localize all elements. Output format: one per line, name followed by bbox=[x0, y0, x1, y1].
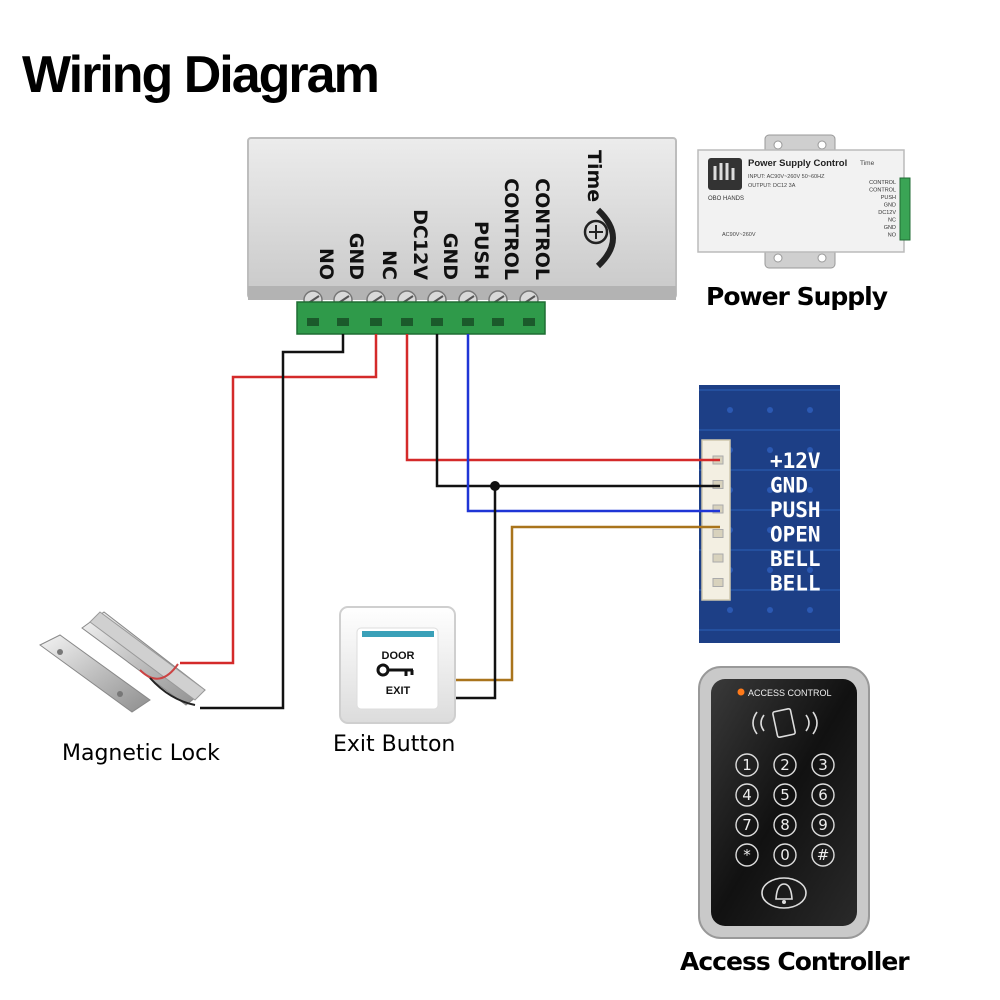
terminal-label: DC12V bbox=[409, 209, 431, 280]
exit-button-photo: DOOR EXIT bbox=[339, 606, 456, 724]
blue-wire-push bbox=[466, 334, 720, 513]
rfid-card-icon bbox=[752, 707, 818, 739]
power-supply-terminal-label: NC bbox=[888, 218, 896, 224]
power-supply-terminal-label: CONTROL bbox=[869, 188, 896, 194]
pcb-pin-label: PUSH bbox=[770, 498, 821, 522]
keypad-key[interactable]: 2 bbox=[773, 753, 797, 777]
status-led-icon bbox=[737, 688, 745, 696]
terminal-label: CONTROL bbox=[500, 178, 522, 280]
pcb-pin bbox=[712, 480, 724, 489]
pcb-pin bbox=[712, 529, 724, 538]
box-brand-text: Time bbox=[583, 150, 605, 202]
keypad-panel-label: ACCESS CONTROL bbox=[748, 688, 832, 698]
keypad-key[interactable]: 0 bbox=[773, 843, 797, 867]
terminal-block bbox=[296, 301, 546, 335]
terminal-label: PUSH bbox=[470, 221, 492, 280]
terminal-label: CONTROL bbox=[531, 178, 553, 280]
keypad-key-label: 7 bbox=[742, 816, 752, 834]
terminal-label: NO bbox=[315, 248, 337, 280]
keypad-key[interactable]: 4 bbox=[735, 783, 759, 807]
red-wire-nc-to-lock bbox=[180, 334, 378, 665]
keypad-key[interactable]: 7 bbox=[735, 813, 759, 837]
power-supply-brand: Time bbox=[860, 160, 875, 167]
pcb-pin-label: +12V bbox=[770, 449, 821, 473]
black-wire-gnd bbox=[435, 334, 720, 488]
wires bbox=[180, 334, 720, 710]
power-supply-terminal-label: DC12V bbox=[878, 210, 896, 216]
pcb-pin-label: BELL bbox=[770, 547, 821, 571]
magnetic-lock-photo bbox=[39, 611, 206, 713]
keypad-key-label: 3 bbox=[818, 756, 828, 774]
access-controller-caption: Access Controller bbox=[680, 947, 910, 976]
terminal-slot bbox=[307, 318, 319, 326]
power-supply-photo: Power Supply Control Time INPUT: AC90V~2… bbox=[697, 134, 911, 269]
pcb-pin-label: BELL bbox=[770, 572, 821, 596]
power-supply-terminal-label: CONTROL bbox=[869, 180, 896, 186]
keypad-key-label: 9 bbox=[818, 816, 828, 834]
keypad-key[interactable]: 3 bbox=[811, 753, 835, 777]
keypad-key[interactable]: 1 bbox=[735, 753, 759, 777]
keypad-key-label: 2 bbox=[780, 756, 790, 774]
power-supply-terminal-label: NO bbox=[888, 233, 897, 239]
power-control-box: Time NO GND NC DC12V GND PUSH CONTROL CONTROL bbox=[247, 137, 677, 335]
power-supply-terminal-label: GND bbox=[884, 225, 896, 231]
exit-button-exit-text: EXIT bbox=[386, 685, 411, 697]
box-brand-logo-icon bbox=[583, 207, 616, 269]
keypad-key[interactable]: 5 bbox=[773, 783, 797, 807]
keypad-key-label: 4 bbox=[742, 786, 752, 804]
exit-button-caption: Exit Button bbox=[333, 732, 455, 757]
bell-button-icon bbox=[761, 877, 807, 909]
keypad-key-label: 6 bbox=[818, 786, 828, 804]
wire-junction-dot bbox=[490, 481, 500, 491]
power-supply-label-title: Power Supply Control bbox=[748, 158, 847, 169]
power-supply-terminal-label: GND bbox=[884, 203, 896, 209]
key-icon bbox=[376, 663, 414, 677]
power-supply-caption: Power Supply bbox=[706, 282, 888, 311]
pcb-connector bbox=[701, 439, 731, 601]
keypad-key-label: 5 bbox=[780, 786, 790, 804]
terminal-label: NC bbox=[378, 250, 400, 280]
keypad-key-label: 1 bbox=[742, 756, 752, 774]
exit-button-door-text: DOOR bbox=[382, 650, 415, 662]
red-wire-12v bbox=[405, 334, 720, 462]
access-controller-photo: ACCESS CONTROL 1 2 3 4 5 6 7 8 9 * 0 # bbox=[698, 666, 870, 939]
keypad-key-label: # bbox=[817, 846, 830, 864]
terminal-label: GND bbox=[345, 233, 367, 280]
terminal-label: GND bbox=[439, 233, 461, 280]
terminal-slot bbox=[401, 318, 413, 326]
page-title: Wiring Diagram bbox=[22, 46, 378, 104]
keypad-key[interactable]: # bbox=[811, 843, 835, 867]
keypad-key-label: 0 bbox=[780, 846, 790, 864]
pcb-pin bbox=[712, 553, 724, 563]
power-supply-output-text: OUTPUT: DC12 3A bbox=[748, 183, 796, 189]
pcb-pin bbox=[712, 578, 724, 587]
keypad-key[interactable]: 6 bbox=[811, 783, 835, 807]
keypad-key[interactable]: * bbox=[735, 843, 759, 867]
terminal-slot bbox=[492, 318, 504, 326]
keypad-key[interactable]: 9 bbox=[811, 813, 835, 837]
black-wire-gnd-to-lock bbox=[200, 334, 345, 710]
terminal-slot bbox=[431, 318, 443, 326]
terminal-slot bbox=[523, 318, 535, 326]
power-supply-input-text: INPUT: AC90V~260V 50~60HZ bbox=[748, 174, 825, 180]
pcb-pin-label: GND bbox=[770, 474, 808, 498]
power-supply-rating: AC90V~260V bbox=[722, 232, 756, 238]
magnetic-lock-caption: Magnetic Lock bbox=[62, 741, 220, 766]
power-supply-terminal-label: PUSH bbox=[881, 195, 896, 201]
keypad-key-label: 8 bbox=[780, 816, 790, 834]
terminal-slot bbox=[337, 318, 349, 326]
pcb-pin-label: OPEN bbox=[770, 523, 821, 547]
terminal-slot bbox=[370, 318, 382, 326]
pcb-pin bbox=[712, 504, 724, 514]
keypad-key-label: * bbox=[743, 846, 751, 864]
black-wire-exit-button bbox=[455, 486, 497, 700]
power-supply-maker: OBO HANDS bbox=[708, 196, 744, 202]
terminal-slot bbox=[462, 318, 474, 326]
brown-wire-open bbox=[455, 525, 720, 682]
keypad-key[interactable]: 8 bbox=[773, 813, 797, 837]
power-supply-logo-icon bbox=[708, 158, 742, 190]
